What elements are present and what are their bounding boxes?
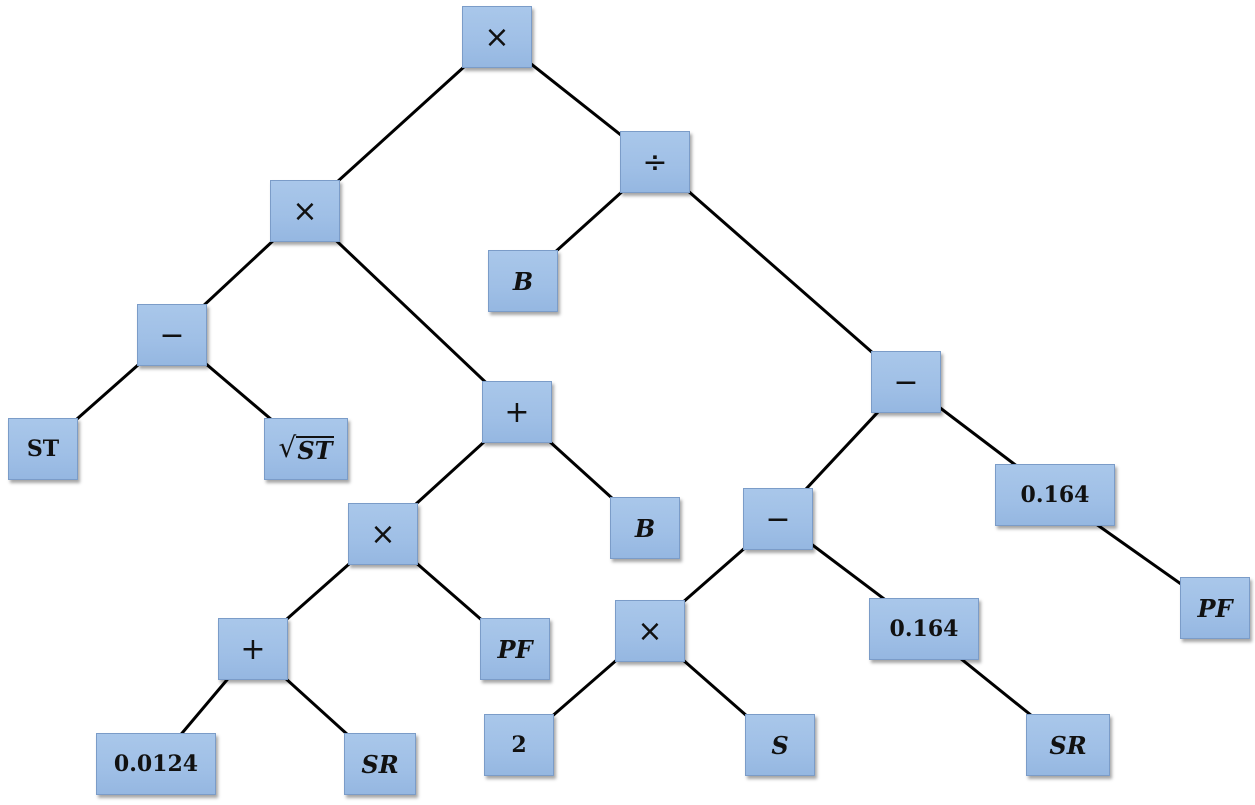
node-label: × bbox=[484, 19, 510, 55]
node-label: ST bbox=[26, 436, 60, 462]
node-label: + bbox=[240, 631, 266, 667]
node-label: SR bbox=[1049, 730, 1087, 760]
node-label: + bbox=[504, 394, 530, 430]
node-label: 0.164 bbox=[1020, 482, 1090, 508]
variable-node-b: B bbox=[488, 250, 558, 312]
constant-node: 0.164 bbox=[995, 464, 1115, 526]
node-label: B bbox=[634, 513, 656, 543]
constant-node: 0.164 bbox=[869, 598, 979, 660]
divide-node: ÷ bbox=[620, 131, 690, 193]
tree-edge bbox=[303, 209, 519, 414]
tree-edge bbox=[654, 160, 907, 384]
sqrt-expression: √ST bbox=[278, 431, 334, 466]
multiply-node: × bbox=[615, 600, 685, 662]
multiply-node: × bbox=[348, 503, 418, 565]
node-label: ÷ bbox=[642, 144, 668, 180]
variable-node-pf: PF bbox=[480, 618, 550, 680]
root-multiply-node: × bbox=[462, 6, 532, 68]
subtract-node: − bbox=[137, 304, 207, 366]
add-node: + bbox=[218, 618, 288, 680]
node-label: × bbox=[637, 613, 663, 649]
node-label: − bbox=[765, 501, 791, 537]
node-label: 0.0124 bbox=[113, 751, 199, 777]
node-label: 0.164 bbox=[889, 616, 959, 642]
node-label: − bbox=[159, 317, 185, 353]
variable-node-s: S bbox=[745, 714, 815, 776]
variable-node-st: ST bbox=[8, 418, 78, 480]
node-label: SR bbox=[361, 749, 399, 779]
variable-node-sr: SR bbox=[1026, 714, 1110, 776]
node-label: PF bbox=[1197, 593, 1233, 623]
node-label: ST bbox=[296, 436, 334, 466]
subtract-node: − bbox=[871, 351, 941, 413]
sqrt-icon: √ bbox=[278, 431, 297, 465]
constant-node: 2 bbox=[484, 714, 554, 776]
subtract-node: − bbox=[743, 488, 813, 550]
constant-node: 0.0124 bbox=[96, 733, 216, 795]
node-label: 2 bbox=[511, 732, 527, 758]
sqrt-st-node: √ST bbox=[264, 418, 348, 480]
node-label: × bbox=[370, 516, 396, 552]
node-label: B bbox=[512, 266, 534, 296]
variable-node-sr: SR bbox=[344, 733, 416, 795]
node-label: × bbox=[292, 193, 318, 229]
node-label: PF bbox=[497, 634, 533, 664]
node-label: − bbox=[893, 364, 919, 400]
node-label: S bbox=[771, 730, 789, 760]
multiply-node: × bbox=[270, 180, 340, 242]
variable-node-b: B bbox=[610, 497, 680, 559]
add-node: + bbox=[482, 381, 552, 443]
variable-node-pf: PF bbox=[1180, 577, 1250, 639]
